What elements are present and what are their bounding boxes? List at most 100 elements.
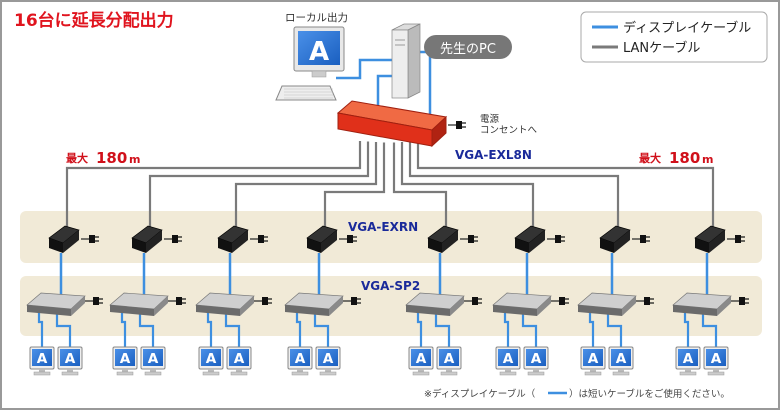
monitor-screen [678, 349, 698, 366]
monitor-neck [150, 369, 156, 373]
monitor-screen [318, 349, 338, 366]
monitor-neck [208, 369, 214, 373]
student-monitor-10: A [436, 346, 462, 376]
splitter-side [537, 296, 551, 316]
footnote: ※ディスプレイケーブル（ ）は短いケーブルをご使用ください。 [424, 388, 730, 400]
receiver-power-plug-7 [632, 235, 650, 243]
monitor-stand [527, 371, 545, 376]
display-cable-monitor-b-4 [313, 314, 330, 348]
splitter-side [329, 296, 343, 316]
monitor-letter: A [711, 351, 722, 367]
local-output-label: ローカル出力 [285, 11, 348, 24]
receiver-front [695, 238, 709, 253]
monitor-screen [115, 349, 135, 366]
max-left-unit: m [129, 153, 140, 166]
monitor-stand [612, 371, 630, 376]
student-monitor-5: A [198, 346, 224, 376]
monitor-letter: A [616, 351, 627, 367]
note-prefix: ※ディスプレイケーブル（ [424, 388, 536, 400]
receiver-band [20, 211, 762, 263]
plug-body [172, 235, 178, 243]
splitter-power-plug-6 [551, 297, 569, 305]
student-monitor-9: A [408, 346, 434, 376]
display-cable-monitor-a-7 [588, 312, 595, 348]
legend: ディスプレイケーブル LANケーブル [580, 11, 768, 63]
receiver-front [49, 238, 63, 253]
teacher-pc-tower [391, 23, 421, 99]
receiver-vga-exrn-4 [306, 225, 338, 253]
teacher-pc-label: 先生のPC [440, 42, 496, 57]
keyboard [275, 85, 337, 101]
monitor-letter: A [309, 37, 329, 67]
monitor-neck [297, 369, 303, 373]
monitor-neck [67, 369, 73, 373]
monitor-stand [584, 371, 602, 376]
splitter-front [110, 305, 154, 316]
max-left-prefix: 最大 [66, 151, 88, 165]
student-monitor-16: A [703, 346, 729, 376]
display-cable-monitor-b-8 [701, 314, 718, 348]
monitor-letter: A [234, 351, 245, 367]
plug-body [93, 297, 99, 305]
monitor-stand [440, 371, 458, 376]
monitor-neck [618, 369, 624, 373]
plug-body [640, 235, 646, 243]
monitor-neck [533, 369, 539, 373]
monitor-letter: A [65, 351, 76, 367]
student-monitor-2: A [57, 346, 83, 376]
max-right-prefix: 最大 [639, 151, 661, 165]
monitor-stand [412, 371, 430, 376]
tower-front [391, 29, 409, 99]
monitor-letter: A [683, 351, 694, 367]
monitor-neck [446, 369, 452, 373]
receiver-power-plug-8 [727, 235, 745, 243]
splitter-front [285, 305, 329, 316]
outlet-label: コンセントへ [480, 125, 538, 136]
display-cable-monitor-b-5 [434, 314, 451, 348]
student-monitor-6: A [226, 346, 252, 376]
local-monitor: A [275, 26, 345, 101]
monitor-neck [590, 369, 596, 373]
monitor-screen [439, 349, 459, 366]
display-cable-monitor-a-5 [416, 312, 423, 348]
lan-cable-5 [392, 142, 448, 228]
lan-cable-2 [148, 141, 370, 228]
plug-body [472, 297, 478, 305]
power-label: 電源 [480, 114, 500, 125]
splitter-side [450, 296, 464, 316]
receiver-side [146, 230, 162, 253]
monitor-neck [325, 369, 331, 373]
monitor-stand [319, 371, 337, 376]
student-monitor-4: A [140, 346, 166, 376]
page-title: 16台に延長分配出力 [14, 10, 174, 31]
receiver-power-plug-4 [339, 235, 357, 243]
receiver-vga-exrn-2 [131, 225, 163, 253]
splitter-vga-sp2-2 [109, 292, 169, 316]
splitter-front [406, 305, 450, 316]
receiver-vga-exrn-3 [217, 225, 249, 253]
splitter-front [578, 305, 622, 316]
student-monitor-11: A [495, 346, 521, 376]
max-distance-right: 最大 180 m [639, 149, 713, 167]
lan-cable-4 [323, 142, 386, 228]
monitor-stand [116, 371, 134, 376]
student-monitor-12: A [523, 346, 549, 376]
receiver-side [321, 230, 337, 253]
splitter-vga-sp2-1 [26, 292, 86, 316]
monitor-stand [230, 371, 248, 376]
display-cable-monitor-a-6 [503, 312, 510, 348]
receiver-side [442, 230, 458, 253]
receiver-power-plug-5 [460, 235, 478, 243]
receiver-side [529, 230, 545, 253]
student-monitor-3: A [112, 346, 138, 376]
max-right-value: 180 [669, 149, 700, 167]
max-left-value: 180 [96, 149, 127, 167]
max-right-unit: m [702, 153, 713, 166]
student-monitor-7: A [287, 346, 313, 376]
monitor-screen [611, 349, 631, 366]
splitter-front [27, 305, 71, 316]
monitor-stand [33, 371, 51, 376]
monitor-stand [291, 371, 309, 376]
